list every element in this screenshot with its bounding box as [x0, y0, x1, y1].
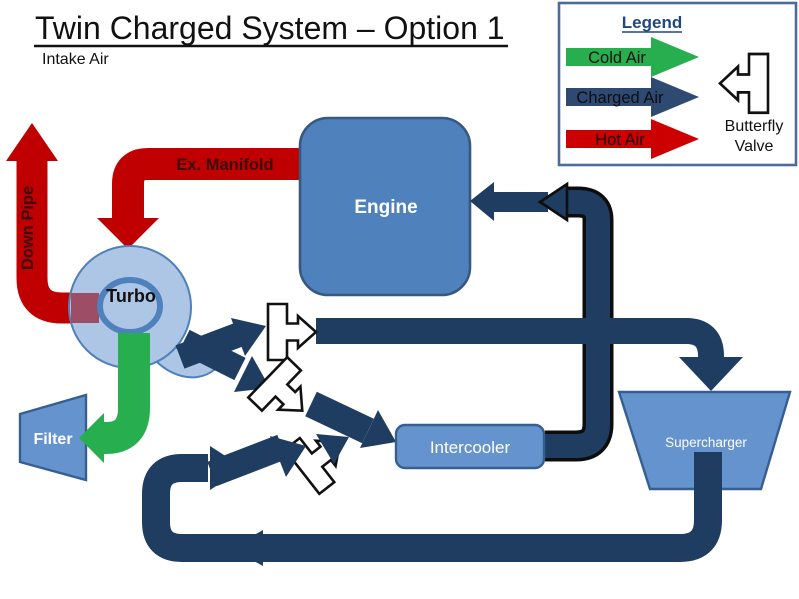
down-pipe — [6, 123, 98, 324]
turbo-to-supercharger-pipe — [316, 318, 743, 391]
valve3-outlet-arrowhead — [316, 434, 349, 464]
outlined-pipe-arrowhead — [537, 181, 569, 223]
engine-inlet-shaft — [490, 192, 548, 212]
intercooler-box — [394, 423, 546, 470]
supercharger-feed-arrowhead — [679, 357, 743, 391]
filter-box — [18, 393, 88, 482]
cold-air-pipe — [79, 333, 150, 463]
supercharger-box — [617, 390, 792, 491]
turbo-red-pipe-overlap — [71, 293, 99, 323]
engine-block: Engine — [298, 116, 472, 297]
cold-air-segment — [104, 333, 150, 454]
supercharger-block: Supercharger — [617, 390, 792, 491]
ex-manifold-pipe-segment — [112, 148, 302, 220]
title-block: Twin Charged System – Option 1 Intake Ai… — [34, 10, 508, 68]
turbo-label: Turbo — [106, 286, 156, 306]
valve3-inlet-arrowhead — [270, 436, 306, 477]
filter-block: Filter — [18, 393, 88, 482]
cold-air-arrowhead — [79, 413, 104, 463]
intercooler-label: Intercooler — [430, 438, 511, 457]
legend-title: Legend — [622, 13, 682, 32]
butterfly-valve-1 — [266, 302, 318, 362]
legend-butterfly-valve-label-1: Butterfly — [725, 118, 784, 135]
turbo-to-valve2-shaft — [178, 329, 246, 381]
legend-charged-air-arrow — [566, 77, 699, 117]
supercharger-return-loop — [142, 434, 722, 566]
turbo-to-valve1-arrowhead — [231, 318, 266, 356]
return-loop-left-arrowhead — [231, 530, 263, 566]
down-pipe-arrowhead — [6, 123, 58, 161]
subtitle-intake-air: Intake Air — [42, 51, 109, 68]
legend-cold-air-arrow — [566, 37, 699, 77]
supercharger-feed-segment — [316, 318, 724, 358]
engine-box — [298, 116, 472, 297]
turbo-block: Turbo — [68, 245, 215, 379]
intercooler-block: Intercooler — [394, 423, 546, 470]
engine-inlet-arrow — [470, 181, 569, 223]
legend-hot-air-arrow — [566, 119, 699, 159]
valve3-inlet-shaft — [207, 434, 287, 487]
turbo-outlet-arrows — [175, 318, 270, 392]
supercharger-label: Supercharger — [665, 435, 747, 450]
filter-label: Filter — [33, 431, 72, 448]
intercooler-feed-arrowhead — [360, 410, 396, 448]
ex-manifold-pipe — [97, 148, 302, 249]
turbo-inlet-ring — [97, 277, 163, 335]
return-loop-segment — [142, 452, 722, 562]
legend-butterfly-valve-label-2: Valve — [735, 138, 774, 155]
down-pipe-segment — [16, 160, 98, 324]
engine-label: Engine — [354, 197, 417, 218]
ex-manifold-arrowhead — [97, 218, 159, 249]
legend-cold-air-label: Cold Air — [588, 49, 646, 67]
legend-hot-air-label: Hot Air — [595, 131, 645, 149]
ex-manifold-label: Ex. Manifold — [176, 156, 273, 174]
legend-charged-air-label: Charged Air — [576, 89, 664, 107]
down-pipe-label: Down Pipe — [19, 186, 37, 270]
intercooler-feed-arrow — [305, 391, 396, 448]
butterfly-valve-2 — [246, 355, 324, 433]
legend: Legend Cold Air Charged Air Hot Air Butt… — [557, 1, 798, 167]
page-title: Twin Charged System – Option 1 — [35, 10, 505, 46]
intercooler-feed-shaft — [305, 391, 374, 444]
engine-inlet-arrowhead — [470, 182, 494, 221]
